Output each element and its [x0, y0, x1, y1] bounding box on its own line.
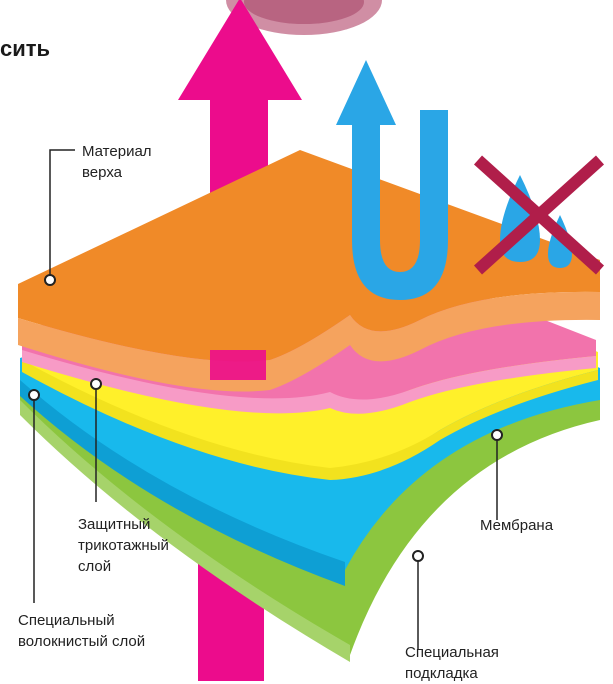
label-special-fiber: Специальный волокнистый слой — [18, 612, 146, 650]
label-special-lining: Специальная подкладка — [405, 644, 499, 682]
heading-fragment: сить — [0, 36, 51, 61]
outer-material-layer — [18, 150, 600, 392]
label-outer-material: Материал верха — [82, 143, 152, 181]
label-protective-knit: Защитный трикотажный слой — [78, 516, 169, 575]
label-markers — [28, 274, 503, 562]
leader-lines — [33, 149, 498, 650]
blocked-cross-icon — [473, 155, 605, 275]
label-membrane: Мембрана — [480, 517, 554, 534]
water-bounce-arrow-icon — [336, 60, 448, 300]
